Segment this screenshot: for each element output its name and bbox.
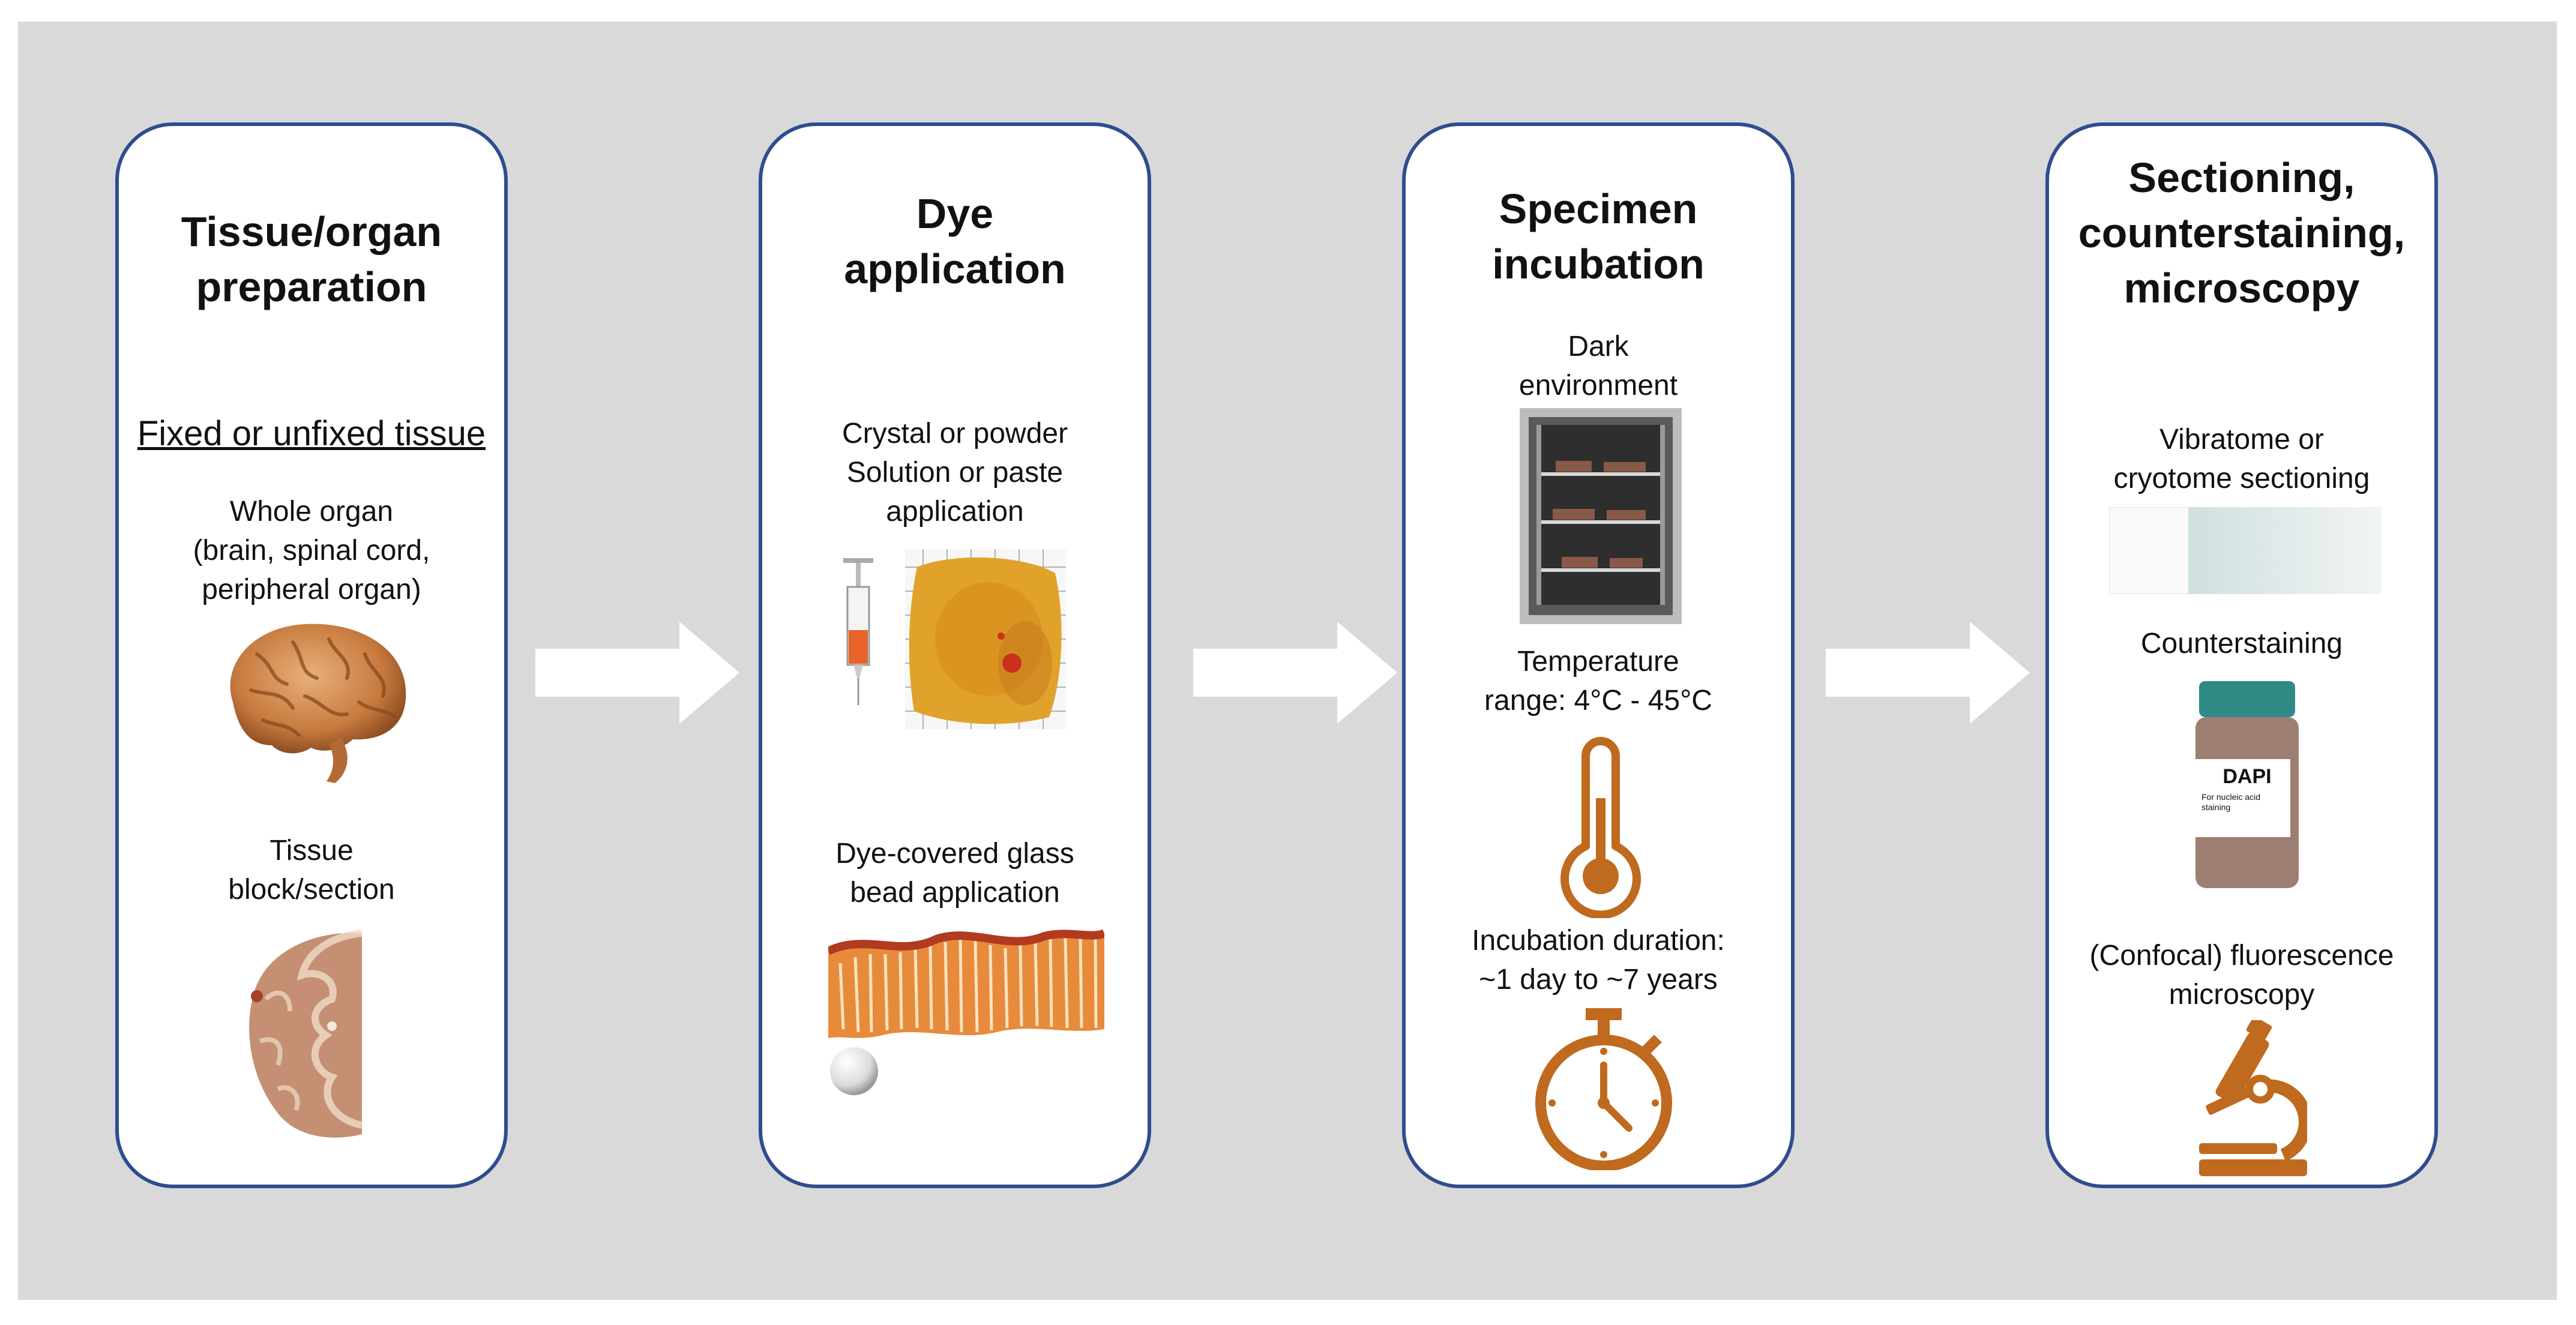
incubation-duration-label: Incubation duration: ~1 day to ~7 years — [1472, 925, 1725, 996]
glass-bead-icon — [830, 1047, 878, 1095]
panel-title: Tissue/organ preparation — [181, 208, 442, 310]
glass-bead-label: Dye-covered glass bead application — [835, 838, 1074, 909]
panel-tissue-preparation: Tissue/organ preparation Fixed or unfixe… — [115, 122, 508, 1188]
whole-organ-label: Whole organ (brain, spinal cord, periphe… — [193, 496, 430, 605]
tissue-block-label: Tissue block/section — [228, 835, 395, 906]
brain-photo — [230, 623, 406, 783]
sectioning-label: Vibratome or cryotome sectioning — [2113, 424, 2370, 494]
arrow-1-icon — [535, 622, 739, 724]
panel-title: Specimen incubation — [1492, 185, 1705, 287]
dapi-sublabel: For nucleic acid staining — [2201, 792, 2261, 812]
arrow-2-icon — [1193, 622, 1397, 724]
diagram-canvas: Tissue/organ preparation Fixed or unfixe… — [18, 22, 2557, 1300]
dark-environment-label: Dark environment — [1518, 331, 1678, 401]
intestine-tissue-photo — [828, 929, 1104, 1038]
microscope-icon — [2199, 1020, 2307, 1176]
crystal-powder-label: Crystal or powder Solution or paste appl… — [841, 418, 1068, 527]
counterstaining-label: Counterstaining — [2140, 628, 2343, 659]
microscopy-label: (Confocal) fluorescence microscopy — [2089, 940, 2394, 1011]
section-gradient-icon — [2109, 507, 2382, 594]
incubator-photo — [1520, 408, 1682, 624]
panel-title: Dye application — [844, 190, 1066, 292]
panel-title: Sectioning, counterstaining, microscopy — [2078, 154, 2406, 311]
panel-subheading: Fixed or unfixed tissue — [137, 414, 486, 453]
dye-on-tissue-photo — [905, 549, 1066, 729]
dapi-label: DAPI — [2222, 765, 2272, 788]
panel-dye-application: Dye application Crystal or powder Soluti… — [759, 122, 1151, 1188]
dapi-bottle-icon — [2193, 681, 2299, 888]
panel-specimen-incubation: Specimen incubation Dark environment Tem… — [1402, 122, 1795, 1188]
arrow-3-icon — [1826, 622, 2030, 724]
stopwatch-icon — [1535, 1008, 1672, 1170]
thermometer-icon — [1560, 737, 1641, 918]
brain-section-photo — [249, 930, 363, 1138]
temperature-label: Temperature range: 4°C - 45°C — [1484, 646, 1712, 717]
syringe-icon — [843, 558, 873, 705]
panel-sectioning-microscopy: Sectioning, counterstaining, microscopy … — [2045, 122, 2438, 1188]
